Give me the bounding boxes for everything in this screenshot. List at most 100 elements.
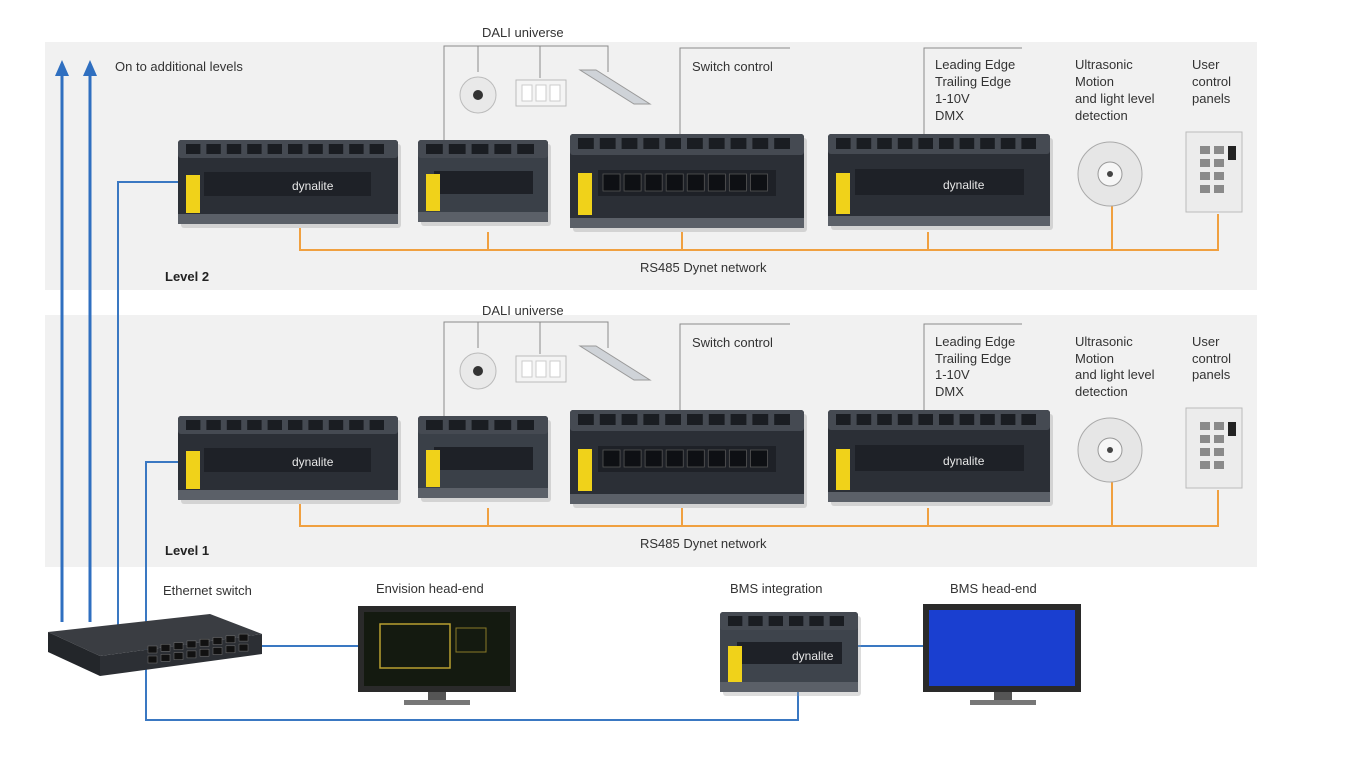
level-1-dimmer-module-terminal <box>1021 414 1036 425</box>
level-2-dali-module-terminal <box>517 144 534 154</box>
level-1-gateway-module: dynalite <box>178 416 401 504</box>
level-2-dimmer-module-terminal <box>918 138 933 149</box>
ethernet-switch-top <box>48 614 262 656</box>
level-2-switch-module-terminal <box>665 138 681 149</box>
level-1-dimmer-module-terminal <box>1000 414 1016 425</box>
level-2-switch-module-terminal <box>599 138 616 149</box>
ethernet-link-level-1 <box>145 461 182 626</box>
level-2-dimmer-module-base <box>828 216 1050 226</box>
level-1-gateway-module-terminal <box>369 420 384 430</box>
level-2-gateway-module-base <box>178 214 398 224</box>
level-1-ultrasonic-label-1: Ultrasonic <box>1075 334 1133 349</box>
level-2-user-panel-button <box>1200 159 1210 167</box>
level-1-dimmer-module-terminal <box>836 414 851 425</box>
level-2-switch-module-terminal <box>730 138 747 149</box>
level-1-switch-module-terminal <box>599 414 616 425</box>
level-2-user-panels-label-1: User <box>1192 57 1220 72</box>
level-1-switch-module-terminal <box>621 414 638 425</box>
level-1-gateway-module-terminal <box>349 420 364 430</box>
level-1-switch-module-label <box>578 449 592 491</box>
bms-integration-module-terminal <box>829 616 844 626</box>
level-2-dimmer-module-panel <box>855 169 1024 195</box>
level-2-ultrasonic-label-2: Motion <box>1075 74 1115 89</box>
level-1-ultrasonic-label-3: and light level <box>1075 367 1155 382</box>
level-2-switch-module-terminal <box>687 138 703 149</box>
level-2-gateway-module-panel <box>204 172 371 196</box>
envision-monitor-neck <box>428 692 446 700</box>
level-1-dimmer-module-terminal <box>856 414 872 425</box>
level-1-user-panels-label-2: control <box>1192 351 1232 366</box>
ethernet-switch-port <box>238 633 249 642</box>
level-2-dali-module-terminal <box>494 144 512 154</box>
level-2-ultrasonic-label-4: detection <box>1075 108 1128 123</box>
level-2-dimmer-module-terminal <box>897 138 913 149</box>
level-2-dimmer-module-terminal <box>980 138 995 149</box>
level-2-switch-module-terminal <box>621 138 638 149</box>
level-1-dali-universe-label: DALI universe <box>482 303 564 318</box>
bms-integration-module-panel <box>737 642 842 664</box>
ethernet-switch-port <box>160 644 171 652</box>
level-1-dimming-label-4: DMX <box>935 384 964 399</box>
level-2-switch-module-terminal <box>578 138 594 149</box>
level-1-switch-module-terminal <box>578 414 594 425</box>
ethernet-switch-port <box>225 635 236 644</box>
level-2-switch-module-base <box>570 218 804 228</box>
level-1-dali-switch-key <box>549 360 561 378</box>
level-2-switch-module-port <box>665 173 684 192</box>
level-1-switch-module-port <box>686 449 705 468</box>
envision-head-end-label: Envision head-end <box>376 581 484 596</box>
level-1-gateway-module-terminal <box>186 420 201 430</box>
ethernet-switch-port <box>238 643 249 652</box>
level-2-ultrasonic-sensor-led <box>1107 171 1113 177</box>
level-1-dali-module-terminal <box>426 420 443 430</box>
bms-monitor-neck <box>994 692 1012 700</box>
level-2-dali-wire-main <box>443 45 609 140</box>
level-1-gateway-module-brand: dynalite <box>292 455 334 469</box>
level-2-gateway-module-terminal <box>206 144 221 154</box>
envision-floorplan <box>379 623 451 669</box>
level-1-dali-wire-main <box>443 321 609 416</box>
level-2-gateway-module-terminal <box>369 144 384 154</box>
level-1-gateway-module-panel <box>204 448 371 472</box>
level-1-switch-module-terminal <box>643 414 660 425</box>
level-2-gateway-module: dynalite <box>178 140 401 228</box>
level-2-switch-module-port <box>750 173 768 192</box>
level-1-user-panel-button <box>1200 422 1210 430</box>
level-2-title: Level 2 <box>165 269 210 284</box>
level-1-switch-module <box>570 410 807 508</box>
level-1-dimmer-module-base <box>828 492 1050 502</box>
envision-monitor-stand <box>404 700 470 705</box>
level-2-dali-module-terminal <box>426 144 443 154</box>
level-2-dimming-wire <box>923 47 1022 140</box>
level-1-dimmer-module-terminal <box>939 414 954 425</box>
level-2-gateway-module-terminal <box>288 144 303 154</box>
level-1-switch-control-label: Switch control <box>692 335 773 350</box>
level-1-user-panel-button <box>1200 461 1210 469</box>
level-1-switch-module-port <box>602 449 621 468</box>
level-1-dimmer-module-panel <box>855 445 1024 471</box>
level-2-switch-control-label: Switch control <box>692 59 773 74</box>
level-1-dali-module-terminal <box>494 420 512 430</box>
level-2-ultrasonic-label-1: Ultrasonic <box>1075 57 1133 72</box>
level-1-dimmer-module-terminal <box>877 414 892 425</box>
level-1-gateway-module-terminal <box>247 420 262 430</box>
level-1-user-panel-button <box>1214 461 1224 469</box>
level-2-dali-module-terminal <box>448 144 466 154</box>
level-1-dynet-bus <box>299 490 1219 527</box>
level-2-dali-luminaire <box>578 69 652 105</box>
envision-monitor-screen <box>364 612 510 686</box>
level-2-dimming-label-1: Leading Edge <box>935 57 1016 72</box>
ethernet-switch-port <box>147 655 158 664</box>
level-2-dimming-label-3: 1-10V <box>935 91 970 106</box>
level-1-dimmer-module-brand: dynalite <box>943 454 985 468</box>
level-1-user-panels-label-3: panels <box>1192 367 1231 382</box>
level-1-gateway-module-terminal <box>328 420 344 430</box>
ethernet-switch-port <box>186 650 197 659</box>
bms-monitor-stand <box>970 700 1036 705</box>
level-2-user-panel-button <box>1214 146 1224 154</box>
level-2-dimmer-module-label <box>836 173 850 214</box>
level-2-gateway-module-terminal <box>186 144 201 154</box>
level-1-switch-module-port <box>750 449 768 468</box>
